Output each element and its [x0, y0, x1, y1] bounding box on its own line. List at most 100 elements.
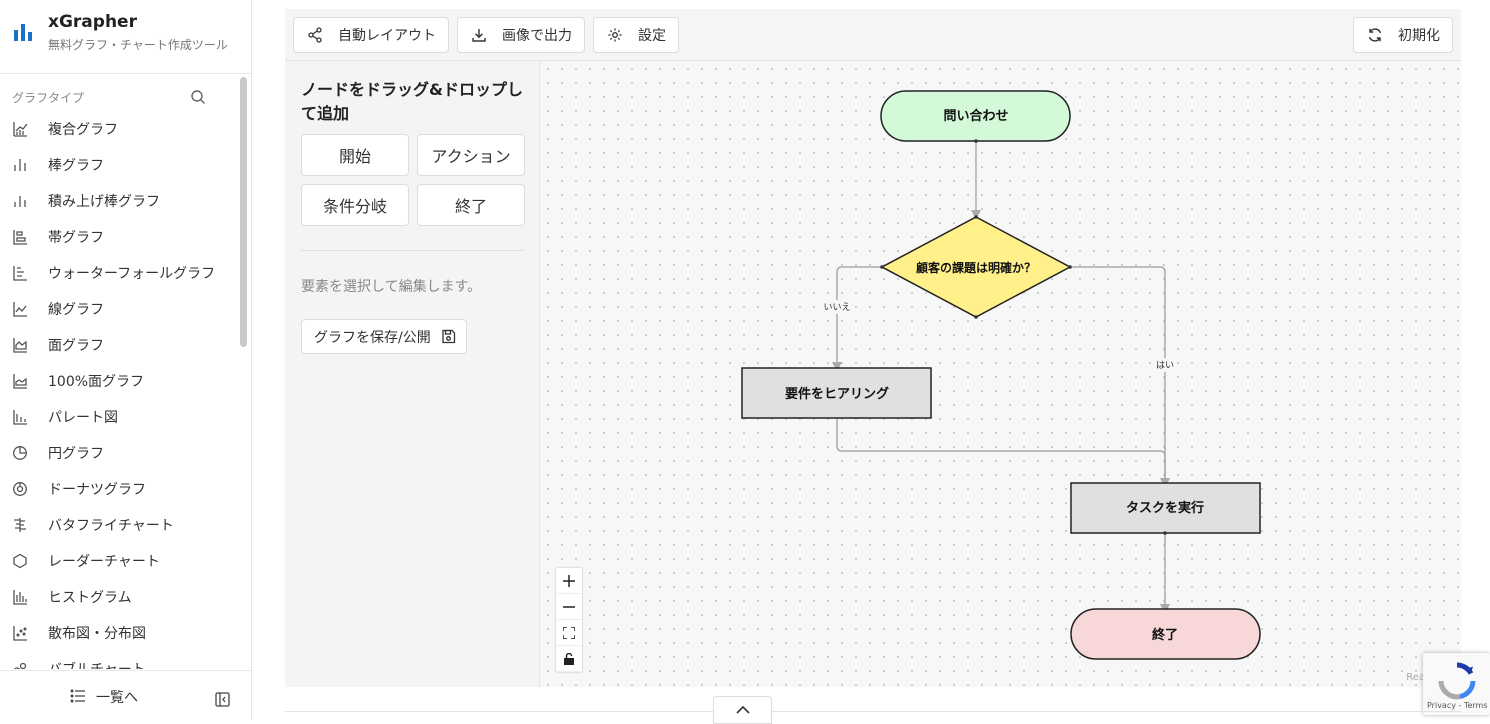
sidebar-item-label: ドーナツグラフ [48, 482, 146, 498]
auto-layout-button[interactable]: 自動レイアウト [293, 17, 449, 53]
pareto-icon [12, 409, 28, 425]
scatter-icon [12, 625, 28, 641]
app-subtitle: 無料グラフ・チャート作成ツール [48, 38, 228, 52]
save-publish-button[interactable]: グラフを保存/公開 [301, 319, 467, 354]
reset-button[interactable]: 初期化 [1353, 17, 1453, 53]
floppy-disk-icon [441, 329, 456, 344]
sidebar-scrollbar[interactable] [240, 77, 247, 347]
sidebar-item-pareto[interactable]: パレート図 [0, 399, 236, 435]
auto-layout-label: 自動レイアウト [338, 28, 436, 44]
sidebar-item-label: ウォーターフォールグラフ [48, 266, 216, 282]
bubble-icon [12, 661, 28, 669]
sidebar-item-label: 線グラフ [48, 302, 104, 318]
histogram-icon [12, 589, 28, 605]
fit-view-button[interactable] [556, 620, 582, 646]
band-chart-icon [12, 229, 28, 245]
settings-button[interactable]: 設定 [593, 17, 679, 53]
sidebar-item-label: 棒グラフ [48, 158, 104, 174]
graph-type-nav: グラフタイプ 複合グラフ 棒グラフ 積み上げ棒グラフ 帯グラフ [0, 75, 236, 669]
pie-chart-icon [12, 445, 28, 461]
node-task[interactable]: タスクを実行 [1070, 482, 1261, 535]
recaptcha-terms[interactable]: Privacy - Terms [1427, 701, 1488, 710]
minus-icon [563, 605, 575, 608]
sidebar-item-histogram[interactable]: ヒストグラム [0, 579, 236, 615]
gear-icon [607, 27, 623, 43]
sidebar-item-area[interactable]: 面グラフ [0, 327, 236, 363]
save-publish-label: グラフを保存/公開 [314, 329, 431, 346]
sidebar-item-scatter[interactable]: 散布図・分布図 [0, 615, 236, 651]
combo-chart-icon [12, 121, 28, 137]
sidebar-item-donut[interactable]: ドーナツグラフ [0, 471, 236, 507]
toolbar: 自動レイアウト 画像で出力 設定 [285, 9, 1461, 61]
sidebar-item-label: ヒストグラム [48, 590, 132, 606]
node-action-button[interactable]: アクション [417, 134, 525, 176]
zoom-in-button[interactable] [556, 568, 582, 594]
edge-hearing-task[interactable] [836, 418, 1170, 488]
zoom-controls [556, 568, 582, 672]
sidebar-item-bar[interactable]: 棒グラフ [0, 147, 236, 183]
sidebar-item-label: 帯グラフ [48, 230, 104, 246]
sidebar-item-butterfly[interactable]: バタフライチャート [0, 507, 236, 543]
stacked-bar-icon [12, 193, 28, 209]
recaptcha-badge[interactable]: Privacy - Terms [1423, 653, 1490, 715]
sidebar-item-label: バブルチャート [48, 659, 146, 669]
edge-decision-yes[interactable] [1070, 266, 1170, 488]
expand-panel-button[interactable] [713, 696, 772, 724]
nav-section-title: グラフタイプ [12, 91, 85, 105]
sidebar-item-label: 100%面グラフ [48, 374, 145, 390]
settings-label: 設定 [638, 28, 666, 44]
edge-label-no: いいえ [823, 302, 850, 313]
node-inquiry-label: 問い合わせ [943, 108, 1008, 124]
sidebar-item-line[interactable]: 線グラフ [0, 291, 236, 327]
edge-decision-no[interactable] [832, 266, 882, 372]
node-hearing-label: 要件をヒアリング [785, 386, 889, 402]
sidebar-item-band[interactable]: 帯グラフ [0, 219, 236, 255]
app-title: xGrapher [48, 12, 137, 32]
fullscreen-icon [563, 626, 575, 639]
sidebar-item-area-100[interactable]: 100%面グラフ [0, 363, 236, 399]
canvas-attribution[interactable]: Rea [1406, 672, 1425, 683]
sidebar: xGrapher 無料グラフ・チャート作成ツール グラフタイプ 複合グラフ 棒グ… [0, 0, 252, 720]
node-end[interactable]: 終了 [1070, 608, 1261, 660]
sidebar-item-label: 複合グラフ [48, 122, 118, 138]
sidebar-item-stacked-bar[interactable]: 積み上げ棒グラフ [0, 183, 236, 219]
node-panel: ノードをドラッグ&ドロップして追加 開始 アクション 条件分岐 終了 要素を選択… [285, 62, 540, 687]
line-chart-icon [12, 301, 28, 317]
sidebar-item-pie[interactable]: 円グラフ [0, 435, 236, 471]
brand-header: xGrapher 無料グラフ・チャート作成ツール [0, 0, 251, 74]
area-100-icon [12, 373, 28, 389]
flow-canvas[interactable]: いいえ はい 問い合わせ 顧客の課題は明確か？ 要件をヒアリング [541, 62, 1461, 687]
chevron-up-icon [735, 705, 750, 714]
node-end-label: 終了 [1152, 627, 1178, 643]
lock-button[interactable] [556, 646, 582, 672]
node-start-button[interactable]: 開始 [301, 134, 409, 176]
sidebar-item-label: 面グラフ [48, 338, 104, 354]
node-end-button[interactable]: 終了 [417, 184, 525, 226]
edge-label-yes-bg [1153, 358, 1177, 372]
node-hearing[interactable]: 要件をヒアリング [741, 367, 932, 419]
panel-hint: 要素を選択して編集します。 [301, 279, 482, 295]
butterfly-icon [12, 517, 28, 533]
panel-title: ノードをドラッグ&ドロップして追加 [301, 80, 523, 123]
list-view-button[interactable]: 一覧へ [70, 687, 138, 707]
zoom-out-button[interactable] [556, 594, 582, 620]
search-icon[interactable] [190, 89, 206, 109]
sidebar-item-combo[interactable]: 複合グラフ [0, 111, 236, 147]
refresh-icon [1367, 27, 1383, 43]
node-condition-button[interactable]: 条件分岐 [301, 184, 409, 226]
list-view-label: 一覧へ [96, 690, 138, 706]
node-inquiry[interactable]: 問い合わせ [880, 90, 1071, 143]
editor-area: 自動レイアウト 画像で出力 設定 [285, 9, 1461, 687]
sidebar-item-waterfall[interactable]: ウォーターフォールグラフ [0, 255, 236, 291]
sidebar-item-label: レーダーチャート [48, 554, 160, 570]
sidebar-collapse-icon[interactable] [215, 692, 230, 711]
sidebar-item-radar[interactable]: レーダーチャート [0, 543, 236, 579]
sidebar-item-bubble[interactable]: バブルチャート [0, 651, 236, 669]
waterfall-icon [12, 265, 28, 281]
bottom-divider [285, 711, 1461, 712]
export-image-button[interactable]: 画像で出力 [457, 17, 585, 53]
node-decision[interactable]: 顧客の課題は明確か？ [880, 215, 1072, 319]
edge-label-yes: はい [1156, 360, 1174, 371]
recaptcha-icon [1438, 662, 1476, 700]
export-image-label: 画像で出力 [502, 28, 572, 44]
